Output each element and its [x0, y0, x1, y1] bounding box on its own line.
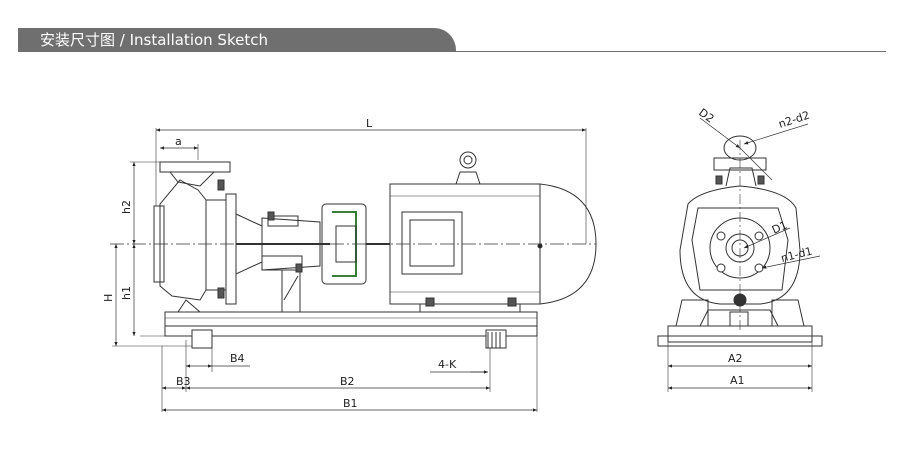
dim-label-4-K: 4-K — [438, 358, 457, 371]
dim-label-n2-d2: n2-d2 — [777, 109, 811, 131]
pump-volute — [159, 179, 207, 301]
dim-label-B1: B1 — [343, 397, 358, 410]
pump-foot — [177, 299, 202, 313]
bolt-icon — [425, 297, 435, 307]
suction-flange — [153, 205, 165, 283]
bolt-icon — [295, 263, 303, 273]
bolt-icon — [716, 231, 726, 241]
bolt-icon — [754, 231, 764, 241]
dim-label-D2: D2 — [696, 106, 716, 126]
dim-label-L: L — [366, 117, 373, 130]
section-header: 安装尺寸图 / Installation Sketch — [18, 28, 456, 52]
dim-label-A1: A1 — [730, 374, 745, 387]
bolt-icon — [217, 179, 225, 191]
anchor-slot-left — [191, 329, 213, 349]
dim-label-h2: h2 — [120, 200, 133, 214]
bolt-icon — [715, 175, 723, 185]
motor-feet — [419, 303, 521, 313]
bolt-icon — [507, 297, 517, 307]
bracket-support — [281, 270, 301, 313]
lifting-eye — [459, 151, 477, 169]
bolt-icon — [757, 175, 765, 185]
pump-cover — [225, 193, 237, 305]
terminal-box — [401, 211, 463, 275]
bolt-icon — [217, 287, 225, 299]
dim-label-a: a — [175, 135, 182, 148]
end-volute — [679, 185, 801, 305]
discharge-flange — [159, 161, 231, 173]
base-plate-lower — [164, 325, 538, 337]
end-base-foot — [657, 335, 823, 347]
bolt-icon — [267, 211, 275, 221]
section-title: 安装尺寸图 / Installation Sketch — [40, 31, 268, 49]
bolt-icon — [754, 263, 764, 273]
dim-label-H: H — [102, 294, 115, 302]
header-divider — [18, 51, 886, 52]
base-plate — [164, 311, 538, 327]
side-view — [110, 128, 597, 412]
dim-label-B2: B2 — [340, 375, 355, 388]
motor-fan-cover — [539, 183, 597, 305]
dim-label-h1: h1 — [120, 286, 133, 300]
dim-label-B4: B4 — [230, 352, 245, 365]
bolt-icon — [716, 263, 726, 273]
dim-label-n1-d1: n1-d1 — [780, 245, 814, 265]
end-view — [657, 117, 823, 392]
dim-label-A2: A2 — [728, 352, 743, 365]
dim-label-D1: D1 — [770, 219, 789, 237]
dim-label-B3: B3 — [176, 375, 191, 388]
